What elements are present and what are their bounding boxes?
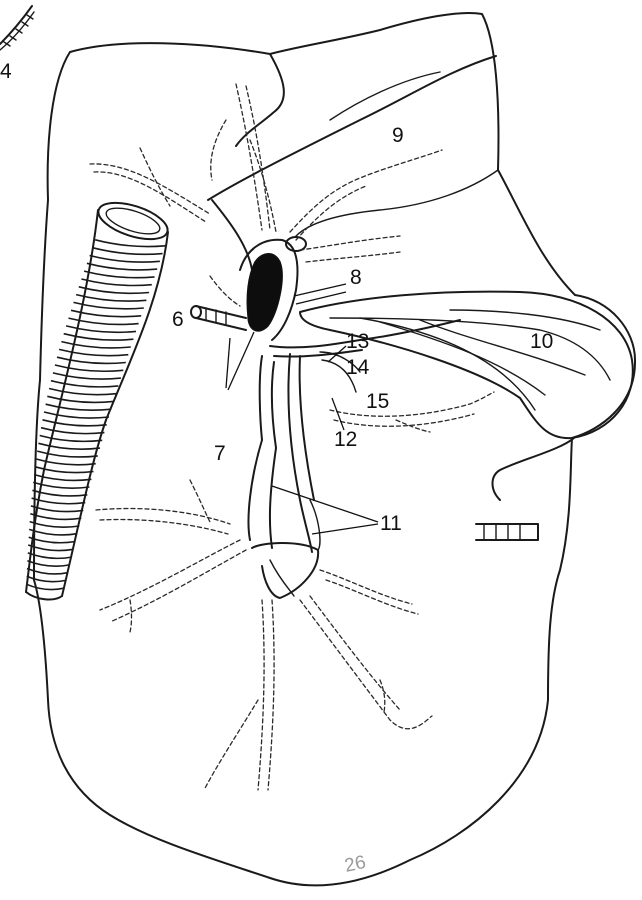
- vena-cava-ring: [87, 263, 157, 270]
- label-13: 13: [346, 330, 369, 353]
- vena-cava-tube: [26, 196, 172, 600]
- round-ligament-stub: [476, 438, 574, 540]
- vena-cava-ring: [47, 396, 113, 402]
- vena-cava-ring: [90, 256, 160, 263]
- label-15: 15: [366, 390, 389, 413]
- label-9: 9: [392, 124, 404, 147]
- porta-hepatis: [240, 237, 306, 340]
- vena-cava-rings: [26, 240, 165, 590]
- vena-cava-ring: [92, 248, 162, 255]
- label-12: 12: [334, 428, 357, 451]
- vena-cava-ring: [49, 389, 116, 395]
- vena-cava-ring: [59, 349, 128, 355]
- label-11: 11: [380, 512, 402, 535]
- vena-cava-ring: [81, 279, 151, 286]
- vena-cava-ring: [79, 287, 149, 294]
- vena-cava-ring: [46, 404, 112, 410]
- vena-cava-ring: [44, 412, 109, 418]
- label-4: 4: [0, 60, 12, 83]
- intrahepatic-branches: [90, 84, 494, 790]
- vena-cava-ring: [41, 428, 104, 434]
- vena-cava-ring: [30, 522, 80, 528]
- vena-cava-ring: [57, 357, 126, 363]
- artist-signature: 26: [343, 852, 368, 877]
- vena-cava-ring: [61, 342, 130, 348]
- label-14: 14: [346, 356, 370, 379]
- top-left-partial-structure: [0, 6, 34, 50]
- label-10: 10: [530, 330, 553, 353]
- label-8: 8: [350, 266, 362, 289]
- vena-cava-ring: [29, 529, 77, 535]
- ligament-stub: [191, 306, 246, 330]
- vena-cava-ring: [30, 514, 81, 520]
- vena-cava-ring: [43, 420, 107, 426]
- vena-cava-ring: [84, 271, 154, 278]
- vena-cava-ring: [27, 576, 66, 581]
- vena-cava-ring: [53, 373, 121, 379]
- vena-cava-ring: [29, 537, 76, 543]
- vena-cava-ring: [26, 584, 64, 589]
- vena-cava-ring: [31, 506, 83, 512]
- vena-cava-ring: [40, 436, 102, 442]
- label-6: 6: [172, 308, 184, 331]
- vena-cava-ring: [76, 295, 146, 302]
- vena-cava-ring: [74, 302, 144, 308]
- vena-cava-ring: [38, 443, 100, 449]
- vena-cava-ring: [95, 240, 165, 247]
- label-7: 7: [214, 442, 226, 465]
- vena-cava-ring: [51, 381, 119, 387]
- vena-cava-ring: [55, 365, 123, 371]
